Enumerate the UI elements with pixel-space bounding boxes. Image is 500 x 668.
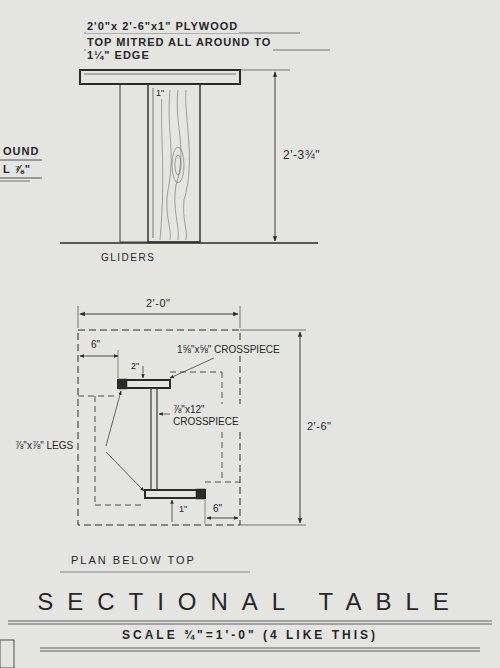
elevation-view bbox=[0, 33, 330, 243]
plan-view bbox=[60, 306, 306, 572]
dimension-text: 1" bbox=[178, 504, 188, 515]
part-label: 1⅝"x⅝" CROSSPIECE bbox=[176, 344, 281, 356]
scale-note: SCALE ¾"=1'-0" (4 LIKE THIS) bbox=[121, 628, 379, 642]
title-rules bbox=[0, 621, 492, 668]
dimension-text: L ⅞" bbox=[2, 163, 32, 176]
note-text: TOP MITRED ALL AROUND TO 1¼" EDGE bbox=[86, 36, 273, 62]
dimension-text: OUND bbox=[2, 145, 40, 158]
dimension-text: 2" bbox=[130, 361, 140, 372]
dimension-text: 6" bbox=[90, 339, 101, 351]
dimension-text: PLAN BELOW TOP bbox=[70, 554, 197, 567]
drawing-title: SECTIONAL TABLE bbox=[36, 588, 464, 617]
part-label: ⅞"x12" CROSSPIECE bbox=[172, 404, 246, 428]
dimension-text: 1" bbox=[155, 88, 165, 99]
wood-grain bbox=[160, 90, 189, 240]
dimension-text: 2'-0" bbox=[145, 297, 171, 310]
note-text: 2'0"x 2'-6"x1" PLYWOOD bbox=[86, 20, 239, 33]
dimension-text: 2'-6" bbox=[306, 420, 332, 433]
dimension-text: 6" bbox=[212, 503, 223, 515]
dimension-text: 2'-3¾" bbox=[282, 148, 321, 162]
part-label: ⅞"x⅞" LEGS bbox=[14, 440, 74, 452]
dimension-text: GLIDERS bbox=[100, 252, 156, 264]
